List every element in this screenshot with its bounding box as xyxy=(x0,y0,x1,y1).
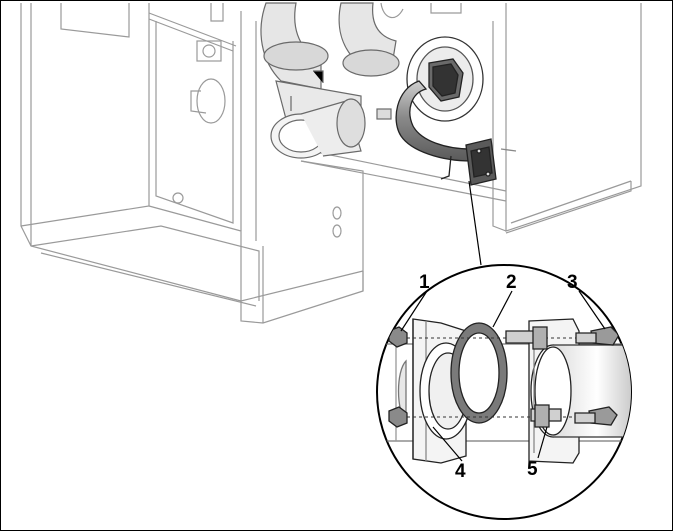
appliance-housing xyxy=(20,2,642,324)
condensate-pipe xyxy=(395,36,517,186)
callout-3: 3 xyxy=(567,272,578,293)
callout-1: 1 xyxy=(419,272,430,293)
callout-leaders xyxy=(400,290,606,462)
gasket xyxy=(450,322,508,424)
callout-2: 2 xyxy=(506,272,517,293)
detail-magnifier xyxy=(376,264,632,520)
detail-leader-line xyxy=(468,180,482,266)
flue-pipes xyxy=(260,2,400,159)
callout-4: 4 xyxy=(455,461,466,482)
callout-5: 5 xyxy=(527,459,538,480)
nuts xyxy=(388,326,408,428)
bolts xyxy=(505,326,620,428)
